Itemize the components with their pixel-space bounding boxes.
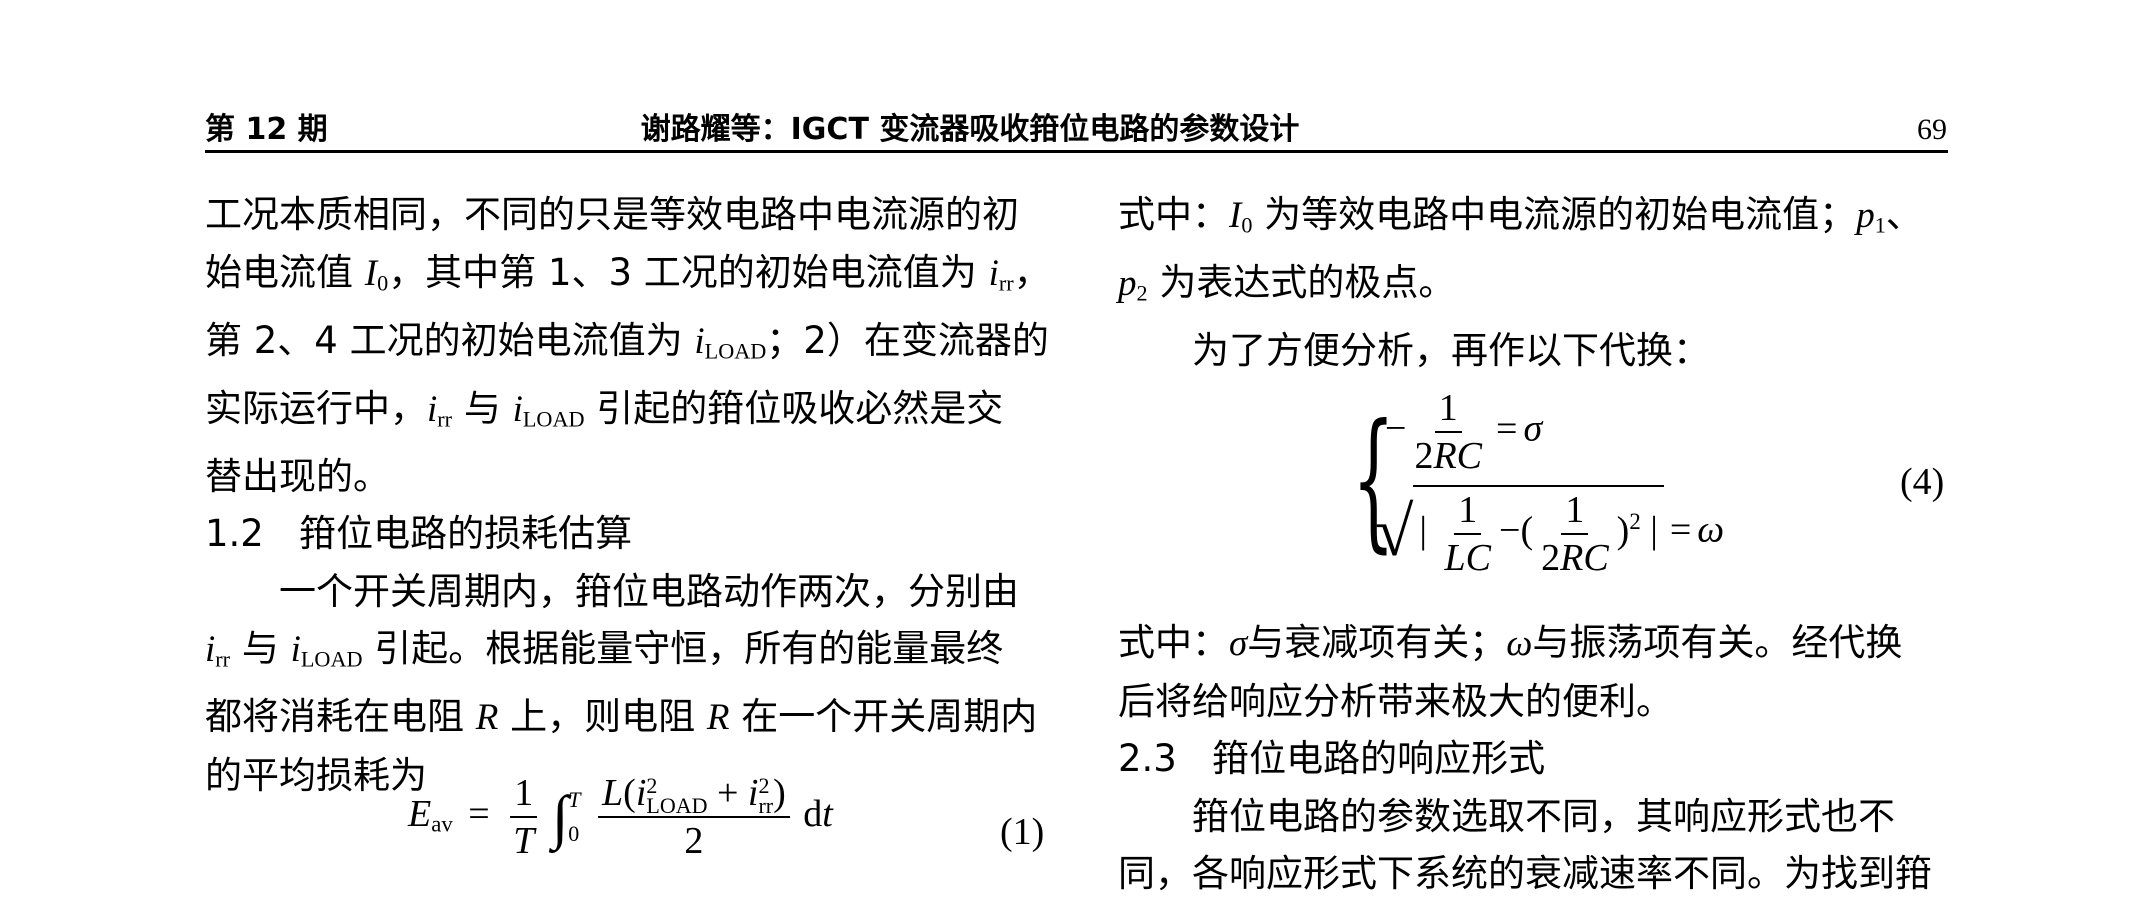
section-heading-2-3: 2.3 箝位电路的响应形式: [1118, 737, 1546, 780]
paragraph-line: 同，各响应形式下系统的衰减速率不同。为找到箝: [1118, 852, 1932, 895]
paragraph-line: 式中：σ与衰减项有关；ω与振荡项有关。经代换: [1118, 621, 1903, 664]
paragraph-line: 的平均损耗为: [205, 753, 427, 797]
paragraph-line: 替出现的。: [205, 454, 390, 498]
paragraph-line: irr 与 iLOAD 引起。根据能量守恒，所有的能量最终: [205, 627, 1004, 672]
running-title: 谢路耀等：IGCT 变流器吸收箝位电路的参数设计: [640, 112, 1300, 147]
paragraph-line: p2 为表达式的极点。: [1118, 261, 1456, 306]
section-heading-1-2: 1.2 箝位电路的损耗估算: [205, 512, 633, 556]
paragraph-line: 一个开关周期内，箝位电路动作两次，分别由: [279, 569, 1019, 613]
header-rule: [205, 150, 1948, 153]
paragraph-line: 箝位电路的参数选取不同，其响应形式也不: [1192, 794, 1895, 838]
paragraph-line: 工况本质相同，不同的只是等效电路中电流源的初: [205, 193, 1019, 236]
left-column: 工况本质相同，不同的只是等效电路中电流源的初 始电流值 I0，其中第 1、3 工…: [205, 186, 1065, 804]
right-column-lower: 式中：σ与衰减项有关；ω与振荡项有关。经代换 后将给响应分析带来极大的便利。 2…: [1118, 614, 1950, 903]
paragraph-line: 始电流值 I0，其中第 1、3 工况的初始电流值为 irr，: [205, 250, 1051, 296]
equation-4-brace: {: [1352, 393, 1395, 567]
equation-1-number: (1): [1000, 811, 1045, 853]
equation-4-number: (4): [1900, 461, 1945, 503]
paragraph-line: 第 2、4 工况的初始电流值为 iLOAD；2）在变流器的: [205, 318, 1049, 364]
paragraph-line: 为了方便分析，再作以下代换：: [1192, 329, 1710, 373]
issue-number: 第 12 期: [205, 112, 328, 147]
paragraph-line: 实际运行中，irr 与 iLOAD 引起的箝位吸收必然是交: [205, 386, 1004, 432]
right-column: 式中：I0 为等效电路中电流源的初始电流值；p1、 p2 为表达式的极点。 为了…: [1118, 186, 1950, 380]
page-number: 69: [1917, 113, 1947, 146]
paragraph-line: 后将给响应分析带来极大的便利。: [1118, 679, 1673, 723]
paragraph-line: 都将消耗在电阻 R 上，则电阻 R 在一个开关周期内: [205, 695, 1038, 739]
paragraph-line: 式中：I0 为等效电路中电流源的初始电流值；p1、: [1118, 193, 1923, 238]
